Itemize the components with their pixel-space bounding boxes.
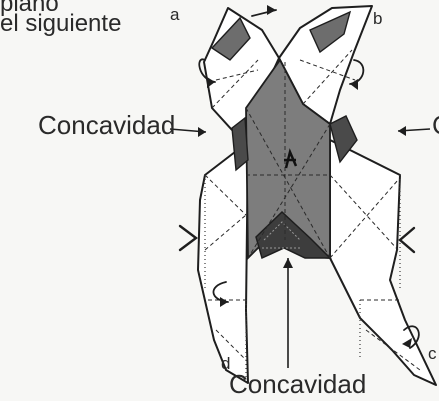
- point-label-b: b: [373, 10, 382, 27]
- point-label-c: c: [428, 345, 437, 362]
- concavity-label-left: Concavidad: [38, 112, 175, 138]
- point-label-a: a: [170, 6, 179, 23]
- concavity-label-bottom: Concavidad: [229, 371, 366, 397]
- concavity-label-right-partial: C: [432, 112, 439, 138]
- instruction-text-line2: el siguiente: [0, 12, 121, 36]
